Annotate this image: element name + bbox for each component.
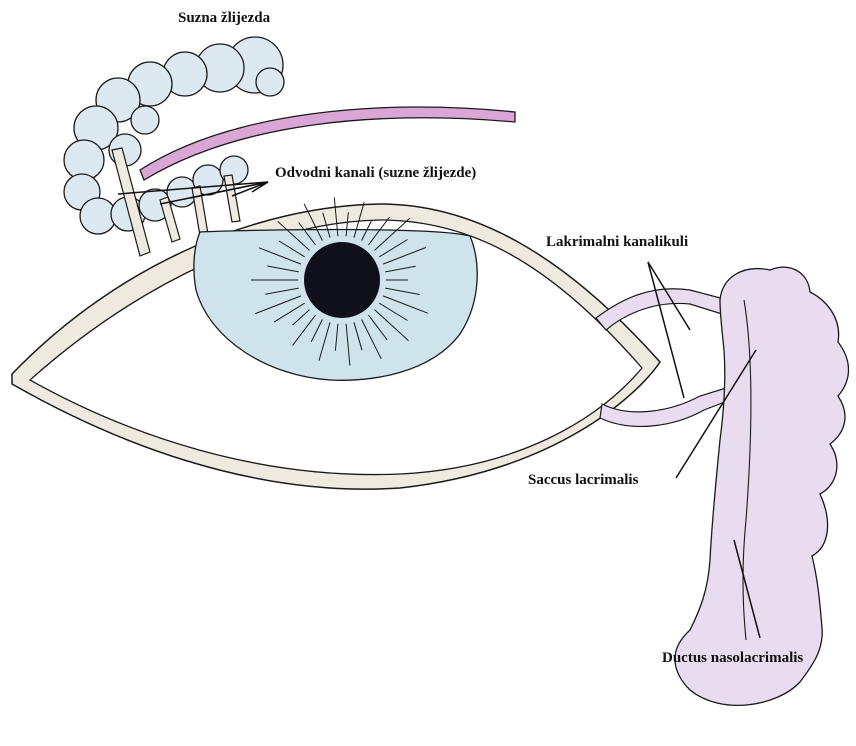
label-nasolacrimal-duct: Ductus nasolacrimalis bbox=[662, 650, 803, 666]
label-lacrimal-canaliculi: Lakrimalni kanalikuli bbox=[546, 234, 688, 250]
pupil bbox=[304, 242, 380, 318]
label-lacrimal-sac: Saccus lacrimalis bbox=[528, 472, 639, 488]
label-excretory-ducts: Odvodni kanali (suzne žlijezde) bbox=[275, 165, 476, 181]
lacrimal-sac-and-nasolacrimal-duct bbox=[675, 267, 849, 705]
label-lacrimal-gland: Suzna žlijezda bbox=[178, 10, 271, 26]
